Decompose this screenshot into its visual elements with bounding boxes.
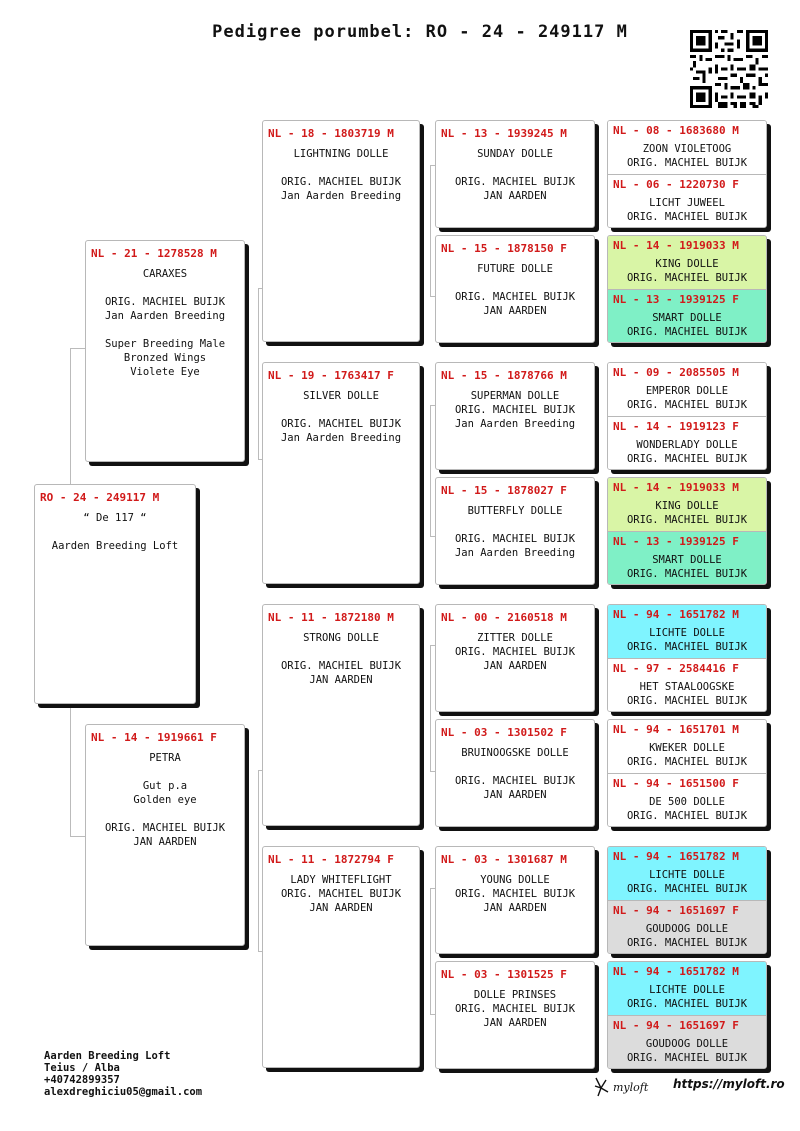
ring-number: NL - 94 - 1651500 F xyxy=(613,777,739,790)
connector xyxy=(258,770,265,952)
ring-number: NL - 14 - 1919033 M xyxy=(613,239,739,252)
ring-number: NL - 94 - 1651697 F xyxy=(613,1019,739,1032)
ring-number: NL - 97 - 2584416 F xyxy=(613,662,739,675)
ring-number: NL - 09 - 2085505 M xyxy=(613,366,739,379)
grandparent-card: NL - 11 - 1872794 F LADY WHITEFLIGHT ORI… xyxy=(262,846,420,1068)
great-grandparent-card: NL - 00 - 2160518 M ZITTER DOLLE ORIG. M… xyxy=(435,604,595,712)
ancestor-cell: NL - 14 - 1919033 M KING DOLLE ORIG. MAC… xyxy=(608,236,766,289)
ancestor-pair: NL - 14 - 1919033 M KING DOLLE ORIG. MAC… xyxy=(607,235,767,343)
ring-number: NL - 08 - 1683680 M xyxy=(613,124,739,137)
ring-number: NL - 03 - 1301525 F xyxy=(441,968,567,981)
connector xyxy=(258,288,265,460)
great-grandparent-card: NL - 15 - 1878027 F BUTTERFLY DOLLE ORIG… xyxy=(435,477,595,585)
great-grandparent-card: NL - 13 - 1939245 M SUNDAY DOLLE ORIG. M… xyxy=(435,120,595,228)
connector xyxy=(430,888,437,1015)
grandparent-card: NL - 19 - 1763417 F SILVER DOLLE ORIG. M… xyxy=(262,362,420,584)
ring-number: RO - 24 - 249117 M xyxy=(40,491,160,504)
sire-card: NL - 21 - 1278528 M CARAXES ORIG. MACHIE… xyxy=(85,240,245,462)
contact-info: Aarden Breeding Loft Teius / Alba +40742… xyxy=(44,1050,202,1098)
location: Teius / Alba xyxy=(44,1062,120,1074)
great-grandparent-card: NL - 15 - 1878766 M SUPERMAN DOLLE ORIG.… xyxy=(435,362,595,470)
ring-number: NL - 94 - 1651697 F xyxy=(613,904,739,917)
email: alexdreghiciu05@gmail.com xyxy=(44,1086,203,1098)
ancestor-cell: NL - 06 - 1220730 F LICHT JUWEEL ORIG. M… xyxy=(608,174,766,227)
ring-number: NL - 21 - 1278528 M xyxy=(91,247,217,260)
ring-number: NL - 06 - 1220730 F xyxy=(613,178,739,191)
ring-number: NL - 94 - 1651782 M xyxy=(613,850,739,863)
ancestor-pair: NL - 94 - 1651701 M KWEKER DOLLE ORIG. M… xyxy=(607,719,767,827)
page-title: Pedigree porumbel: RO - 24 - 249117 M xyxy=(212,22,628,42)
great-grandparent-card: NL - 03 - 1301525 F DOLLE PRINSES ORIG. … xyxy=(435,961,595,1069)
ancestor-pair: NL - 14 - 1919033 M KING DOLLE ORIG. MAC… xyxy=(607,477,767,585)
ancestor-cell: NL - 09 - 2085505 M EMPEROR DOLLE ORIG. … xyxy=(608,363,766,416)
ring-number: NL - 19 - 1763417 F xyxy=(268,369,394,382)
ancestor-cell: NL - 97 - 2584416 F HET STAALOOGSKE ORIG… xyxy=(608,658,766,711)
ring-number: NL - 94 - 1651782 M xyxy=(613,608,739,621)
ancestor-cell: NL - 13 - 1939125 F SMART DOLLE ORIG. MA… xyxy=(608,289,766,342)
ring-number: NL - 03 - 1301687 M xyxy=(441,853,567,866)
qr-code xyxy=(690,30,768,108)
ancestor-cell: NL - 94 - 1651782 M LICHTE DOLLE ORIG. M… xyxy=(608,962,766,1015)
ancestor-cell: NL - 94 - 1651697 F GOUDOOG DOLLE ORIG. … xyxy=(608,900,766,953)
ring-number: NL - 03 - 1301502 F xyxy=(441,726,567,739)
ring-number: NL - 13 - 1939245 M xyxy=(441,127,567,140)
ring-number: NL - 00 - 2160518 M xyxy=(441,611,567,624)
ring-number: NL - 15 - 1878766 M xyxy=(441,369,567,382)
ring-number: NL - 94 - 1651782 M xyxy=(613,965,739,978)
ancestor-cell: NL - 94 - 1651500 F DE 500 DOLLE ORIG. M… xyxy=(608,773,766,826)
grandparent-card: NL - 11 - 1872180 M STRONG DOLLE ORIG. M… xyxy=(262,604,420,826)
subject-card: RO - 24 - 249117 M “ De 117 “ Aarden Bre… xyxy=(34,484,196,704)
ancestor-cell: NL - 14 - 1919033 M KING DOLLE ORIG. MAC… xyxy=(608,478,766,531)
ring-number: NL - 13 - 1939125 F xyxy=(613,293,739,306)
ancestor-pair: NL - 94 - 1651782 M LICHTE DOLLE ORIG. M… xyxy=(607,961,767,1069)
connector xyxy=(430,165,437,297)
ring-number: NL - 15 - 1878150 F xyxy=(441,242,567,255)
ring-number: NL - 15 - 1878027 F xyxy=(441,484,567,497)
grandparent-card: NL - 18 - 1803719 M LIGHTNING DOLLE ORIG… xyxy=(262,120,420,342)
great-grandparent-card: NL - 15 - 1878150 F FUTURE DOLLE ORIG. M… xyxy=(435,235,595,343)
ancestor-cell: NL - 94 - 1651782 M LICHTE DOLLE ORIG. M… xyxy=(608,605,766,658)
ring-number: NL - 18 - 1803719 M xyxy=(268,127,394,140)
website-link[interactable]: https://myloft.ro xyxy=(673,1077,785,1091)
ancestor-cell: NL - 13 - 1939125 F SMART DOLLE ORIG. MA… xyxy=(608,531,766,584)
ancestor-cell: NL - 08 - 1683680 M ZOON VIOLETOOG ORIG.… xyxy=(608,121,766,174)
ring-number: NL - 14 - 1919033 M xyxy=(613,481,739,494)
phone: +40742899357 xyxy=(44,1074,120,1086)
ring-number: NL - 14 - 1919661 F xyxy=(91,731,217,744)
ancestor-pair: NL - 94 - 1651782 M LICHTE DOLLE ORIG. M… xyxy=(607,846,767,954)
great-grandparent-card: NL - 03 - 1301502 F BRUINOOGSKE DOLLE OR… xyxy=(435,719,595,827)
ring-number: NL - 94 - 1651701 M xyxy=(613,723,739,736)
ring-number: NL - 11 - 1872180 M xyxy=(268,611,394,624)
ancestor-pair: NL - 08 - 1683680 M ZOON VIOLETOOG ORIG.… xyxy=(607,120,767,228)
ring-number: NL - 14 - 1919123 F xyxy=(613,420,739,433)
ancestor-pair: NL - 09 - 2085505 M EMPEROR DOLLE ORIG. … xyxy=(607,362,767,470)
great-grandparent-card: NL - 03 - 1301687 M YOUNG DOLLE ORIG. MA… xyxy=(435,846,595,954)
svg-text:myloft: myloft xyxy=(613,1081,649,1094)
ancestor-cell: NL - 94 - 1651697 F GOUDOOG DOLLE ORIG. … xyxy=(608,1015,766,1068)
connector xyxy=(430,405,437,537)
ancestor-cell: NL - 94 - 1651782 M LICHTE DOLLE ORIG. M… xyxy=(608,847,766,900)
dam-card: NL - 14 - 1919661 F PETRA Gut p.a Golden… xyxy=(85,724,245,946)
myloft-logo: myloft xyxy=(594,1077,649,1097)
connector xyxy=(430,645,437,772)
loft-name: Aarden Breeding Loft xyxy=(44,1050,171,1062)
ring-number: NL - 13 - 1939125 F xyxy=(613,535,739,548)
ancestor-pair: NL - 94 - 1651782 M LICHTE DOLLE ORIG. M… xyxy=(607,604,767,712)
ring-number: NL - 11 - 1872794 F xyxy=(268,853,394,866)
ancestor-cell: NL - 94 - 1651701 M KWEKER DOLLE ORIG. M… xyxy=(608,720,766,773)
ancestor-cell: NL - 14 - 1919123 F WONDERLADY DOLLE ORI… xyxy=(608,416,766,469)
